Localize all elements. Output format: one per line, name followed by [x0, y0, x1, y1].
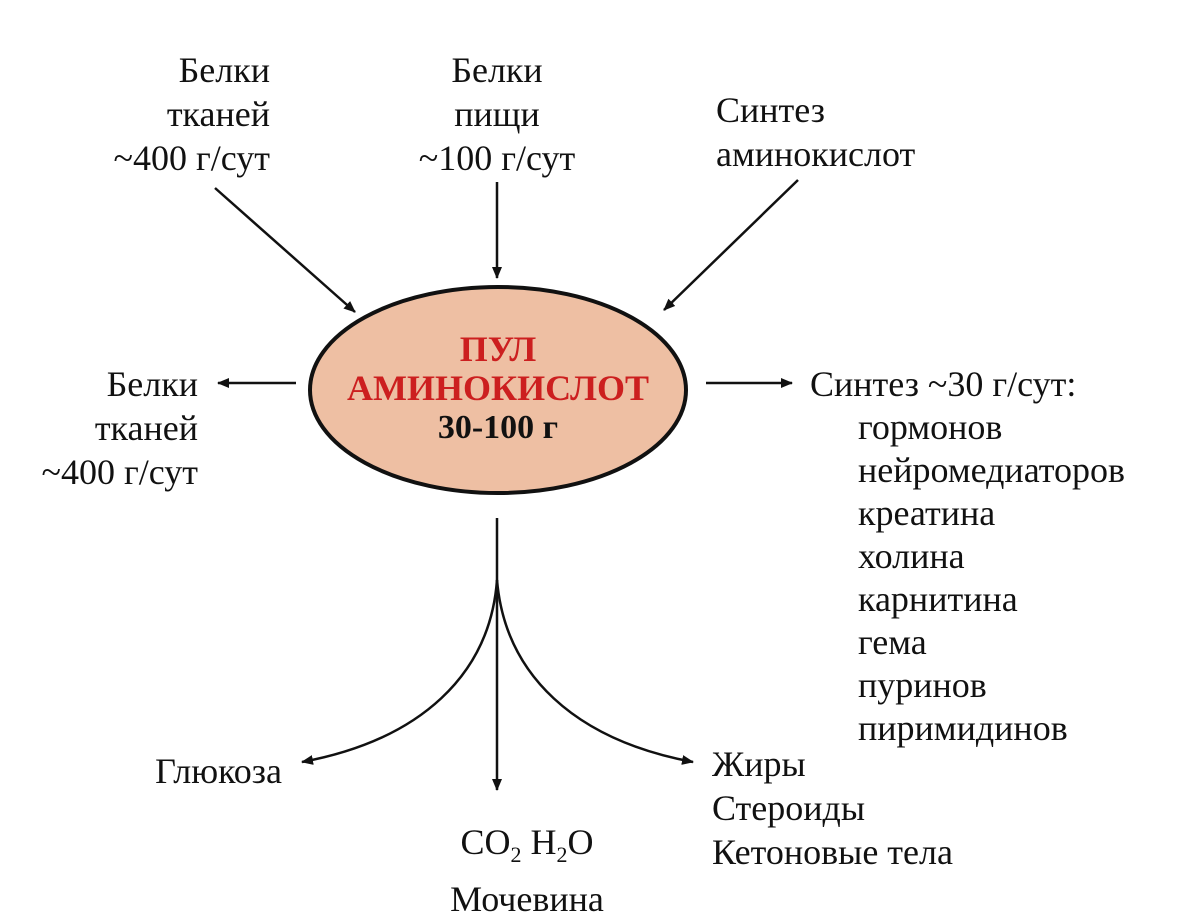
output-lipids-line3: Кетоновые тела [712, 832, 953, 872]
synthesis-item: карнитина [858, 579, 1018, 619]
synthesis-item: пуринов [858, 665, 987, 705]
pool-title-line2: АМИНОКИСЛОТ [346, 368, 650, 408]
input-food-proteins: Белки пищи ~100 г/сут [372, 48, 622, 180]
output-tissue-proteins: Белки тканей ~400 г/сут [0, 362, 198, 494]
pool-title-line1: ПУЛ [459, 329, 537, 369]
input-food-proteins-line3: ~100 г/сут [418, 138, 576, 178]
output-co2-h2o: CO2 H2O [402, 820, 652, 877]
arrow-aa-synthesis-in [663, 179, 799, 311]
pool-amount: 30-100 г [437, 409, 559, 446]
input-tissue-proteins-line1: Белки [178, 50, 270, 90]
synthesis-item: гормонов [858, 407, 1003, 447]
pool-label: ПУЛ АМИНОКИСЛОТ 30-100 г [318, 330, 678, 448]
input-tissue-proteins-line2: тканей [166, 94, 270, 134]
output-tissue-proteins-line3: ~400 г/сут [41, 452, 198, 492]
co2-subscript: 2 [510, 842, 522, 868]
output-lipids-line1: Жиры [712, 744, 806, 784]
output-lipids-line2: Стероиды [712, 788, 866, 828]
synthesis-item: креатина [858, 493, 996, 533]
output-glucose: Глюкоза [155, 751, 282, 791]
synthesis-item: нейромедиаторов [858, 450, 1125, 490]
arrow-tissue-proteins-in [214, 187, 356, 313]
input-aa-synthesis-line2: аминокислот [716, 134, 916, 174]
input-aa-synthesis-line1: Синтез [716, 90, 825, 130]
arrow-to-lipids [495, 579, 694, 765]
output-co2-urea: CO2 H2O Мочевина [402, 820, 652, 921]
synthesis-item: холина [858, 536, 965, 576]
pool-ellipse [308, 285, 688, 495]
synthesis-item: пиримидинов [858, 708, 1068, 748]
synthesis-item: гема [858, 622, 927, 662]
output-synthesis-header: Синтез ~30 г/сут: [810, 364, 1077, 404]
output-tissue-proteins-line2: тканей [94, 408, 198, 448]
co2-c: CO [460, 822, 511, 862]
output-tissue-proteins-line1: Белки [106, 364, 198, 404]
output-synthesis: Синтез ~30 г/сут: гормонов нейромедиатор… [810, 362, 1180, 750]
input-tissue-proteins-line3: ~400 г/сут [113, 138, 270, 178]
input-food-proteins-line2: пищи [454, 94, 540, 134]
input-tissue-proteins: Белки тканей ~400 г/сут [40, 48, 270, 180]
output-lipids: Жиры Стероиды Кетоновые тела [712, 742, 1032, 874]
h2o-subscript: 2 [556, 842, 568, 868]
input-aa-synthesis: Синтез аминокислот [716, 88, 996, 176]
h2o-h: H [521, 822, 557, 862]
input-food-proteins-line1: Белки [451, 50, 543, 90]
output-synthesis-list: гормонов нейромедиаторов креатина холина… [810, 406, 1180, 750]
arrow-to-glucose [301, 579, 499, 765]
output-urea: Мочевина [450, 879, 604, 920]
h2o-o: O [567, 822, 594, 862]
